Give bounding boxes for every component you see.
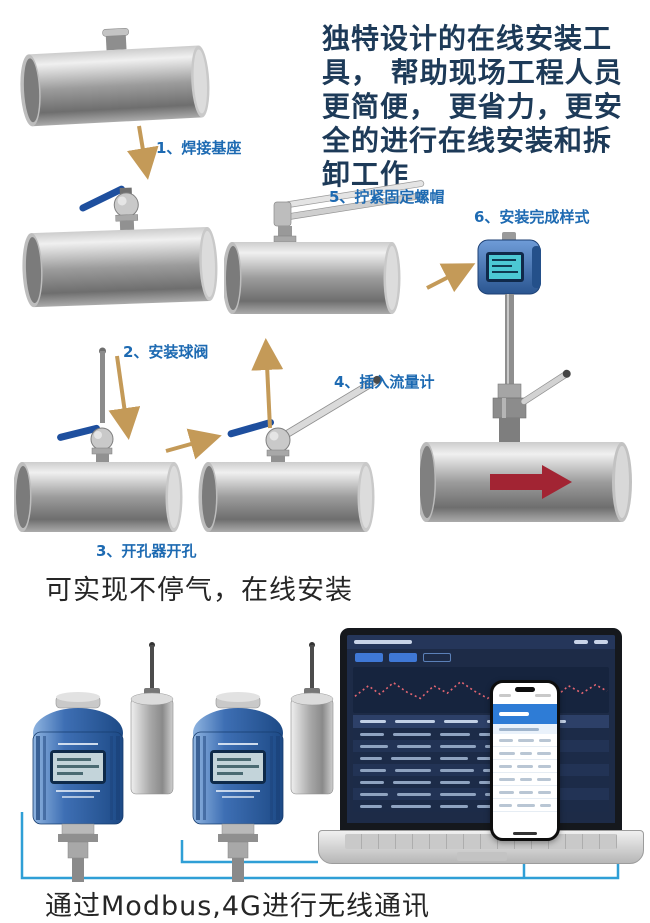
flowmeter-stem [492,294,527,444]
keyboard-keys [345,834,617,849]
sensor-neck [58,823,98,882]
dashboard [347,635,615,823]
phone-status-bar [493,694,557,701]
ball-valve [57,424,114,463]
step3-label: 3、开孔器开孔 [96,542,197,560]
step5-label: 5、拧紧固定螺帽 [329,188,445,206]
step6-label: 6、安装完成样式 [474,208,590,226]
phone-camera-island [515,687,535,692]
laptop-keyboard-deck [318,830,644,864]
step2-pipe-illustration [17,168,228,340]
phone [490,680,560,841]
step5-pipe-illustration [224,178,434,333]
dashboard-titlebar [347,635,615,649]
table-row [353,764,609,776]
pipe-body [224,242,401,314]
cylinder-body [290,692,334,795]
phone-app-row [493,799,557,812]
sensor-neck [218,823,258,882]
phone-app-row [493,786,557,799]
phone-app-row [493,747,557,760]
ball-valve [227,418,291,462]
ball-valve [79,185,139,233]
table-row [353,740,609,752]
step1-label: 1、焊接基座 [156,139,242,157]
flow-direction-arrow [490,465,572,499]
table-row [353,788,609,800]
phone-app-subheader [493,724,557,734]
pipe-body [198,462,375,532]
touchpad [457,852,507,861]
lcd-display [210,750,266,784]
flowmeter-transmitter-head [477,232,541,295]
table-header-row [353,715,609,728]
dashboard-chart [353,667,609,713]
phone-app-row [493,734,557,747]
lcd-display [50,750,106,784]
step2-label: 2、安装球阀 [123,343,209,361]
pipe-body [14,462,183,532]
tightening-handle [520,369,571,405]
step4-label: 4、插入流量计 [334,373,435,391]
antenna-cylinder-2 [286,640,340,800]
caption-communication: 通过Modbus,4G进行无线通讯 [45,891,430,922]
cylinder-body [130,692,174,795]
intro-text: 独特设计的在线安装工具， 帮助现场工程人员更简便， 更省力，更安全的进行在线安装… [322,22,623,191]
pipe-body [22,227,218,308]
chart-dotted-line [354,680,608,700]
gas-transmitter-1 [22,688,134,888]
step4-pipe-illustration [198,358,388,538]
gas-transmitter-2 [182,688,294,888]
step1-pipe-illustration [13,19,213,137]
pipe-body [20,45,210,127]
antenna [144,642,160,698]
step3-pipe-illustration [14,346,189,546]
valve-stem [273,226,297,243]
laptop-screen [340,628,622,832]
step6-flowmeter-illustration [420,228,635,540]
welded-base-fitting [102,28,129,51]
arrow-step1 [126,125,159,180]
phone-app-row [493,773,557,786]
table-row [353,728,609,740]
dashboard-buttons [347,649,615,665]
top-cap [55,692,101,709]
valve-lever [57,424,100,441]
tightening-wrench-tool [273,180,427,227]
table-row [353,800,609,812]
phone-app-row [493,760,557,773]
top-cap [215,692,261,709]
hole-opener-drill-rod [99,347,106,423]
phone-home-indicator [513,832,537,835]
table-row [353,752,609,764]
valve-lever [227,418,274,438]
caption-online-install: 可实现不停气，在线安装 [45,575,353,606]
phone-app-header [493,704,557,724]
antenna-cylinder-1 [126,640,180,800]
dashboard-table [353,715,609,812]
valve-lever [79,185,126,212]
table-row [353,776,609,788]
laptop [318,628,644,864]
